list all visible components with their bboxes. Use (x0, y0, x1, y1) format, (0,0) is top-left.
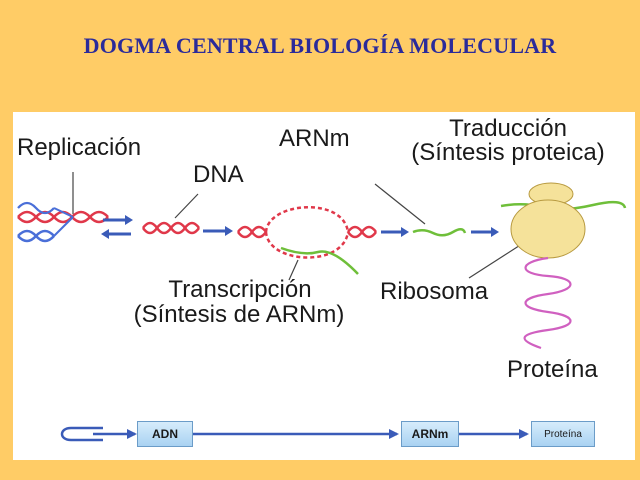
self-replication-loop-icon (60, 426, 103, 442)
flow-arrow-1-head (389, 429, 399, 439)
flow-box-adn: ADN (137, 421, 193, 447)
label-traduccion-sub: (Síntesis proteica) (411, 139, 605, 166)
label-proteina: Proteína (507, 356, 598, 383)
ribosoma-pointer (468, 241, 526, 279)
arrow-3-head (491, 227, 499, 237)
transcription-bubble-icon (236, 206, 378, 275)
arrow-2-head (401, 227, 409, 237)
replicating-dna-icon (17, 201, 109, 243)
mrna-strand-icon (412, 228, 467, 237)
dna-pointer (174, 193, 199, 219)
label-replicacion: Replicación (17, 134, 142, 161)
slide-title: DOGMA CENTRAL BIOLOGÍA MOLECULAR (83, 33, 557, 58)
label-traduccion: Traducción (449, 115, 567, 142)
diagram-panel: Replicación DNA ARNm Traducción (Síntesi… (13, 112, 635, 460)
label-dna: DNA (193, 161, 244, 188)
flow-arrow-2-head (519, 429, 529, 439)
ribosome-icon (500, 182, 627, 259)
arrow-1-head (225, 226, 233, 236)
label-transcripcion: Transcripción (168, 276, 312, 303)
label-ribosoma: Ribosoma (380, 278, 489, 305)
flow-box-proteina: Proteína (531, 421, 595, 447)
reversible-arrows-icon (101, 215, 133, 239)
protein-chain-icon (523, 256, 572, 350)
flow-arrow-0-head (127, 429, 137, 439)
flow-box-arnm: ARNm (401, 421, 459, 447)
arnm-pointer (374, 183, 426, 225)
label-arnm: ARNm (279, 125, 350, 152)
transcripcion-pointer (288, 259, 299, 281)
central-dogma-diagram (17, 172, 627, 442)
dna-helix-icon (141, 221, 201, 235)
label-transcripcion-sub: (Síntesis de ARNm) (133, 301, 345, 328)
flow-row (60, 426, 529, 442)
